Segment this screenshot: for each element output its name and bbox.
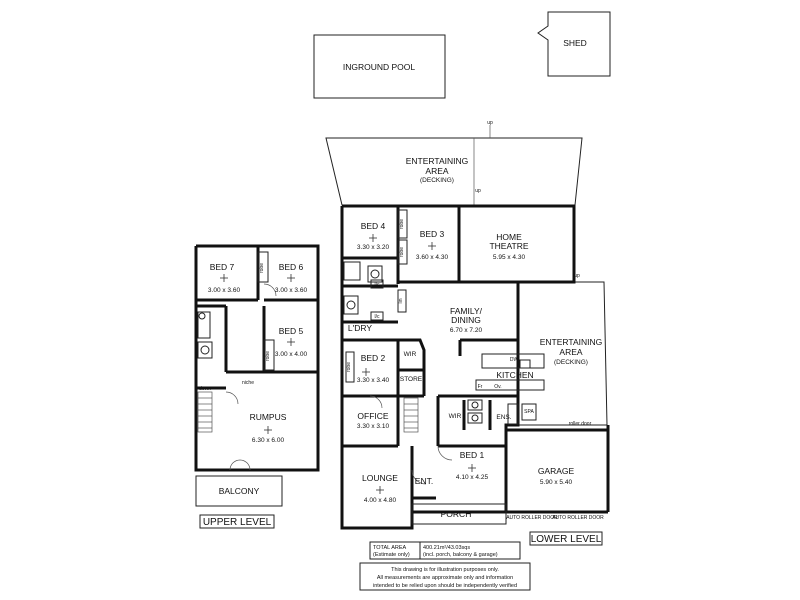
garage-label: GARAGE — [538, 466, 575, 476]
light-markers — [220, 234, 476, 494]
lower-level-tag: LOWER LEVEL — [529, 531, 603, 546]
shed: SHED — [537, 11, 611, 77]
home-theatre-dim: 5.95 x 4.30 — [493, 254, 526, 261]
shed-label: SHED — [563, 38, 587, 48]
upper-level-label: UPPER LEVEL — [203, 517, 272, 528]
lc-label-1: l/c — [375, 282, 381, 288]
lin-label: lin — [398, 298, 404, 303]
down-label: down — [199, 386, 211, 392]
entertaining-right-line1: ENTERTAINING — [540, 337, 603, 347]
ov-label: Ov. — [494, 384, 501, 390]
total-area-label: TOTAL AREA — [373, 545, 407, 551]
robe-label-bed6: robe — [259, 263, 265, 273]
office-dim: 3.30 x 3.10 — [357, 423, 390, 430]
auto-roller-door-2: AUTO ROLLER DOOR — [552, 515, 604, 521]
wir2-label: WIR — [449, 413, 462, 420]
porch-label: PORCH — [441, 509, 472, 519]
roller-door-label: roller door — [569, 421, 592, 427]
entertaining-top-line1: ENTERTAINING — [406, 156, 469, 166]
robe-label-bed4: robe — [399, 219, 405, 229]
entertaining-right-line2: AREA — [559, 347, 582, 357]
ent-label: ENT. — [415, 476, 433, 486]
entertaining-top-line2: AREA — [425, 166, 448, 176]
bed5-label: BED 5 — [279, 326, 304, 336]
family-dining-dim: 6.70 x 7.20 — [450, 327, 483, 334]
total-area-value: 400.21m²/43.03sqs — [423, 545, 470, 551]
disclaimer-line1: This drawing is for illustration purpose… — [391, 567, 499, 573]
up-label-right: up — [574, 273, 580, 279]
lower-level: robe robe l/c l/c lin L'DRY WIR STORE ro… — [340, 204, 610, 530]
total-area-detail: (incl. porch, balcony & garage) — [423, 552, 498, 558]
ens-label: ENS. — [496, 414, 511, 421]
bed3-dim: 3.60 x 4.30 — [416, 254, 449, 261]
area-table: TOTAL AREA (Estimate only) 400.21m²/43.0… — [369, 541, 521, 560]
entertaining-top-line3: (DECKING) — [420, 177, 454, 184]
bed4-dim: 3.30 x 3.20 — [357, 244, 390, 251]
total-area-sub: (Estimate only) — [373, 552, 410, 558]
lower-level-label: LOWER LEVEL — [531, 534, 602, 545]
home-theatre-line2: THEATRE — [489, 241, 528, 251]
niche-label: niche — [242, 380, 254, 386]
bed1-dim: 4.10 x 4.25 — [456, 474, 489, 481]
lc-label-2: l/c — [375, 314, 381, 320]
bed6-label: BED 6 — [279, 262, 304, 272]
disclaimer-line2: All measurements are approximate only an… — [377, 575, 513, 581]
bed1-label: BED 1 — [460, 450, 485, 460]
family-dining-line2: DINING — [451, 315, 481, 325]
rumpus-dim: 6.30 x 6.00 — [252, 437, 285, 444]
robe-label-bed5: robe — [265, 351, 271, 361]
family-dining-line1: FAMILY/ — [450, 306, 483, 316]
fr-label: Fr — [478, 384, 483, 390]
store-label: STORE — [400, 376, 423, 383]
kitchen-label: KITCHEN — [496, 370, 533, 380]
robe-label-bed3: robe — [399, 247, 405, 257]
bed6-dim: 3.00 x 3.60 — [275, 287, 308, 294]
spa-label: SPA — [524, 409, 534, 415]
bed7-dim: 3.00 x 3.60 — [208, 287, 241, 294]
lounge-label: LOUNGE — [362, 473, 398, 483]
auto-roller-door-1: AUTO ROLLER DOOR — [506, 515, 558, 521]
bed5-dim: 3.00 x 4.00 — [275, 351, 308, 358]
disclaimer: This drawing is for illustration purpose… — [359, 562, 531, 591]
bed2-label: BED 2 — [361, 353, 386, 363]
inground-pool: INGROUND POOL — [313, 34, 446, 99]
upper-level-tag: UPPER LEVEL — [199, 514, 275, 529]
office-label: OFFICE — [357, 411, 388, 421]
pool-label: INGROUND POOL — [343, 62, 416, 72]
entertaining-area-top: up up ENTERTAINING AREA (DECKING) — [325, 120, 583, 206]
bed3-label: BED 3 — [420, 229, 445, 239]
garage-dim: 5.90 x 5.40 — [540, 479, 573, 486]
bed7-label: BED 7 — [210, 262, 235, 272]
entertaining-right-line3: (DECKING) — [554, 359, 588, 366]
rumpus-label: RUMPUS — [250, 412, 287, 422]
disclaimer-line3: intended to be relied upon should be ind… — [373, 583, 517, 589]
robe-label-bed2: robe — [346, 362, 352, 372]
up-label-decking: up — [475, 188, 481, 194]
bed2-dim: 3.30 x 3.40 — [357, 377, 390, 384]
bed4-label: BED 4 — [361, 221, 386, 231]
wir-label: WIR — [404, 351, 417, 358]
upper-level: robe robe down niche BALCONY BED 7 3.00 … — [194, 244, 320, 507]
up-label-top: up — [487, 120, 493, 126]
ldry-label: L'DRY — [348, 323, 372, 333]
home-theatre-line1: HOME — [496, 232, 522, 242]
lounge-dim: 4.00 x 4.80 — [364, 497, 397, 504]
balcony-label: BALCONY — [219, 486, 260, 496]
dw-label: DW — [510, 357, 519, 363]
